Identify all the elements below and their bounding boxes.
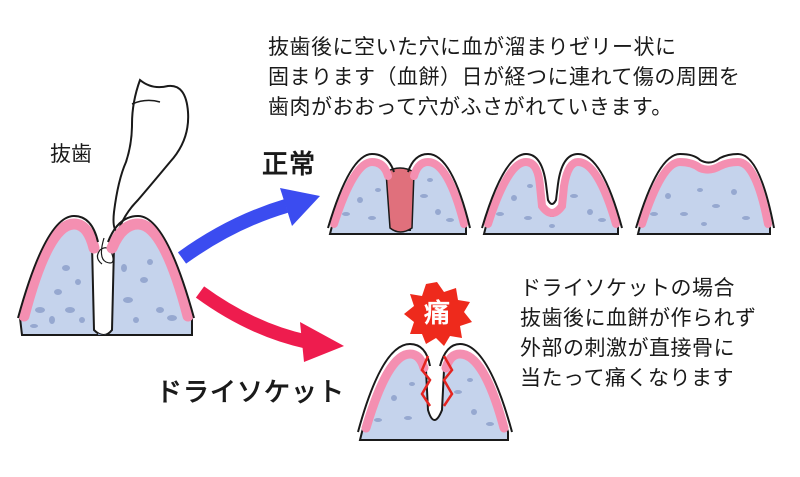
pain-line-left	[420, 355, 432, 407]
normal-arrow	[177, 188, 320, 264]
dry-socket-description-line-3: 外部の刺激が直接骨に	[520, 336, 735, 360]
normal-stage-closed	[635, 152, 775, 235]
extracted-tooth	[96, 78, 190, 265]
normal-label: 正常	[262, 150, 317, 180]
pain-line-right	[442, 355, 454, 407]
dry-socket-description-line-2: 抜歯後に血餅が作られず	[520, 306, 757, 330]
extraction-label: 抜歯	[50, 142, 92, 166]
dry-socket-illustration	[357, 342, 513, 441]
normal-stage-healing	[481, 152, 623, 235]
normal-description-line-3: 歯肉がおおって穴がふさがれていきます。	[268, 95, 673, 119]
extraction-socket	[17, 214, 195, 336]
pain-badge: 痛	[423, 299, 450, 329]
blood-clot	[385, 167, 415, 233]
pain-burst-icon	[404, 282, 472, 346]
dry-socket-description: ドライソケットの場合 抜歯後に血餅が作られず 外部の刺激が直接骨に 当たって痛く…	[520, 273, 757, 393]
normal-description-line-2: 固まります（血餅）日が経つに連れて傷の周囲を	[268, 65, 741, 89]
normal-description-line-1: 抜歯後に空いた穴に血が溜まりゼリー状に	[268, 35, 677, 59]
dry-socket-arrow	[195, 286, 344, 362]
dry-socket-description-line-4: 当たって痛くなります	[520, 366, 734, 390]
normal-stage-clot	[327, 152, 471, 235]
dry-socket-label: ドライソケット	[156, 378, 346, 408]
dry-socket-description-line-1: ドライソケットの場合	[520, 276, 735, 300]
normal-description: 抜歯後に空いた穴に血が溜まりゼリー状に 固まります（血餅）日が経つに連れて傷の周…	[268, 32, 740, 122]
